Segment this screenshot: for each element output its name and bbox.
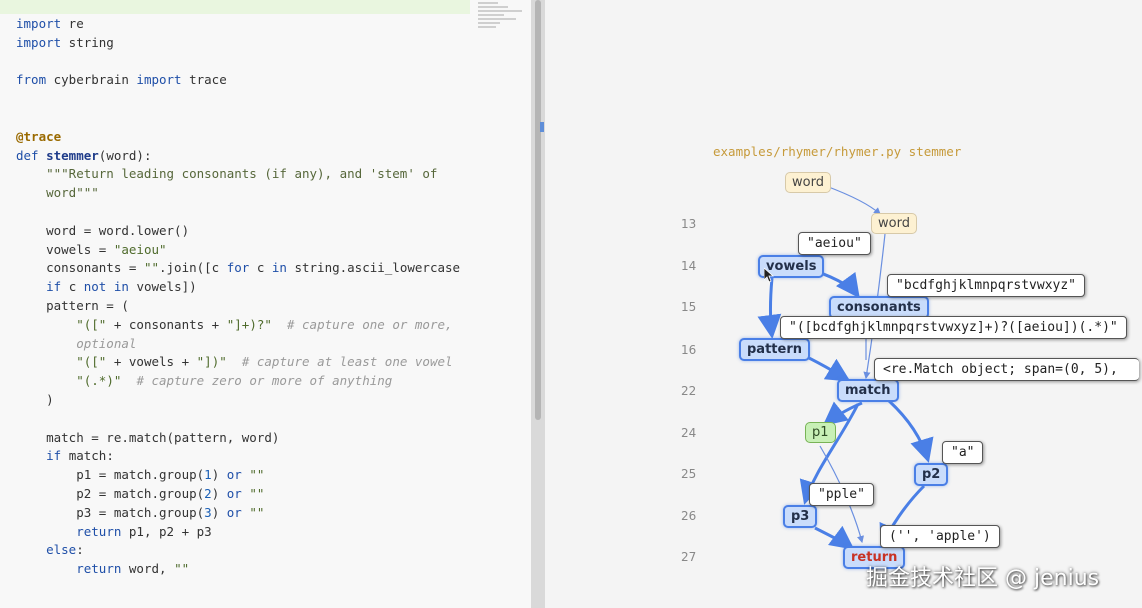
code-line[interactable]: p2 = match.group(2) or "" [16,486,265,501]
code-line[interactable]: consonants = "".join([c for c in string.… [16,260,461,276]
code-line[interactable]: import re [16,16,84,31]
code-line[interactable]: """Return leading consonants (if any), a… [16,166,438,182]
trace-title: examples/rhymer/rhymer.py stemmer [713,144,962,159]
node-vowels[interactable]: vowels [758,255,825,278]
line-number-27: 27 [681,550,697,564]
code-line[interactable]: from cyberbrain import trace [16,72,227,88]
value-tooltip-p2: "a" [942,441,984,464]
code-line[interactable]: "([" + consonants + "]+)?" # capture one… [76,316,453,332]
line-number-24: 24 [681,426,697,440]
edge-match-p3 [799,403,860,505]
edge-match-p2 [886,398,934,463]
value-tooltip-pattern: "([bcdfghjklmnpqrstvwxyz]+)?([aeiou])(.*… [780,316,1127,339]
line-number-14: 14 [681,259,697,273]
node-p3[interactable]: p3 [783,505,818,528]
code-line[interactable]: p1 = match.group(1) or "" [16,467,265,483]
value-tooltip-p3: "pple" [809,483,874,506]
code-editor[interactable]: import re import string from cyberbrain im… [0,0,532,608]
code-line[interactable]: "([" + vowels + "])" # capture at least … [76,354,453,370]
edge-wordinput-word [825,185,881,215]
line-number-13: 13 [681,217,697,231]
editor-highlight-bar [0,0,470,14]
editor-scrollbar-thumb[interactable] [535,0,541,420]
value-tooltip-match: <re.Match object; span=(0, 5), [874,358,1139,381]
mouse-cursor-icon [764,268,774,282]
code-line[interactable]: match = re.match(pattern, word) [16,429,280,445]
code-line[interactable]: if c not in vowels]) [46,279,197,295]
code-line[interactable]: word""" [16,185,99,201]
edge-p3-return [814,525,855,550]
line-number-26: 26 [681,509,697,523]
code-line[interactable]: def stemmer(word): [16,147,152,163]
node-p1[interactable]: p1 [805,422,836,443]
code-line[interactable]: else: [46,542,84,558]
code-line[interactable]: vowels = "aeiou" [16,241,167,257]
code-line[interactable]: p3 = match.group(3) or "" [16,504,265,520]
node-word[interactable]: word [871,213,917,234]
line-number-25: 25 [681,467,697,481]
scrollbar-marker [540,122,544,132]
node-match[interactable]: match [837,379,899,402]
watermark: 掘金技术社区 @ jenius [866,566,1100,591]
minimap[interactable] [478,0,528,42]
code-line[interactable]: @trace [16,128,62,144]
code-line[interactable]: pattern = ( [16,298,129,313]
line-number-22: 22 [681,384,697,398]
code-line[interactable]: ) [16,392,54,407]
code-line[interactable]: word = word.lower() [16,222,190,238]
code-line[interactable]: return word, "" [76,561,190,577]
value-tooltip-vowels: "aeiou" [798,232,871,255]
value-tooltip-consonants: "bcdfghjklmnpqrstvwxyz" [887,274,1086,297]
node-pattern[interactable]: pattern [739,338,810,361]
code-line[interactable]: if match: [46,448,114,464]
line-number-16: 16 [681,343,697,357]
code-line[interactable]: return p1, p2 + p3 [76,523,212,539]
value-tooltip-return: ('', 'apple') [880,525,1000,548]
node-return[interactable]: return [843,546,906,569]
code-line[interactable]: "(.*)" # capture zero or more of anythin… [76,373,393,389]
node-word-input[interactable]: word [785,172,831,193]
node-p2[interactable]: p2 [914,463,949,486]
code-line[interactable]: import string [16,34,114,50]
edge-vowels-pattern [757,277,782,339]
code-line[interactable]: optional [16,335,137,351]
line-number-15: 15 [681,300,697,314]
